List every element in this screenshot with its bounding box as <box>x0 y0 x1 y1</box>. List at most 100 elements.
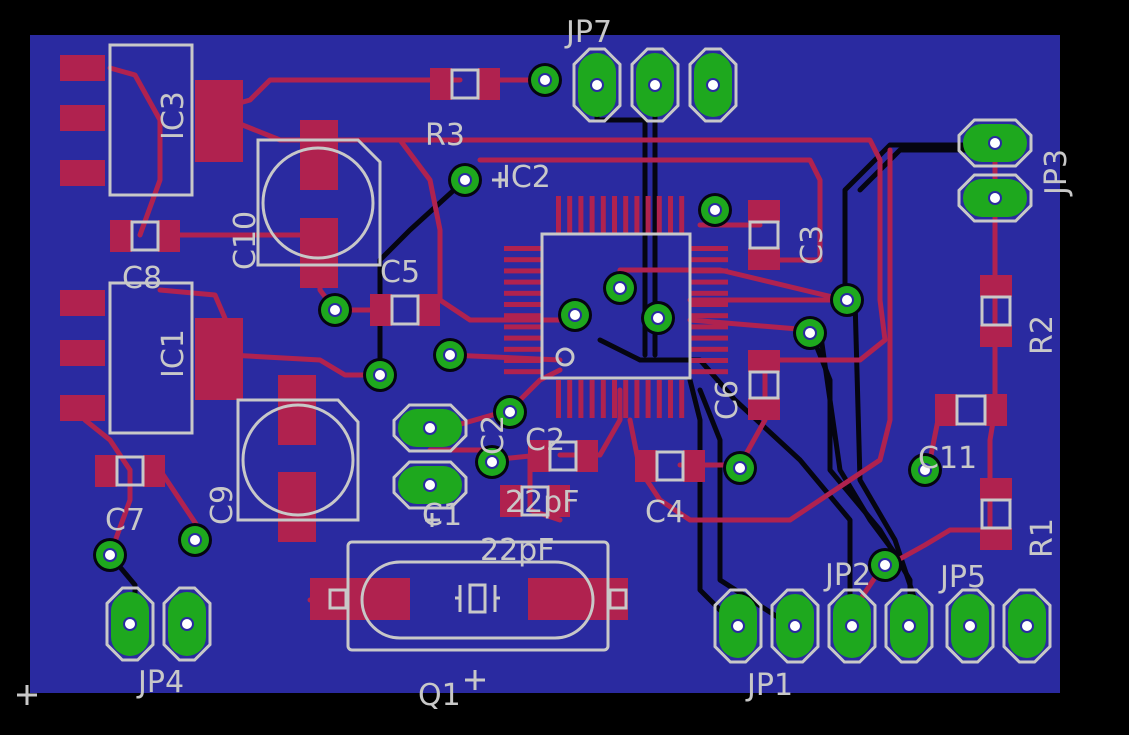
qfp-pin <box>504 257 542 263</box>
header-pin <box>827 588 877 664</box>
label-c3: C3 <box>795 225 830 265</box>
qfp-pin <box>504 313 542 319</box>
label-c7: C7 <box>105 503 145 538</box>
ic2-qfp-pads <box>504 196 728 418</box>
qfp-pin <box>504 268 542 274</box>
qfp-pin <box>504 369 542 375</box>
header-pin <box>392 403 468 453</box>
via <box>448 163 482 197</box>
qfp-pin <box>556 196 561 234</box>
qfp-pin <box>690 335 728 341</box>
header-pin <box>688 47 738 123</box>
via <box>830 283 864 317</box>
label-c1-value: 22pF <box>480 533 554 568</box>
qfp-pin <box>690 324 728 330</box>
label-jp3: JP3 <box>1039 149 1074 197</box>
header-pin <box>572 47 622 123</box>
qfp-pin <box>504 358 542 363</box>
label-c2-value: 22pF <box>505 485 579 520</box>
header-pin <box>957 173 1033 223</box>
label-ic3: IC3 <box>156 91 191 140</box>
qfp-pin <box>645 196 651 234</box>
via <box>433 338 467 372</box>
via <box>318 293 352 327</box>
qfp-pin <box>634 380 640 418</box>
qfp-pin <box>690 279 728 285</box>
qfp-pin <box>668 196 673 234</box>
qfp-pin <box>645 380 651 418</box>
label-jp7: JP7 <box>564 15 612 50</box>
qfp-pin <box>612 196 617 234</box>
silkscreen <box>17 43 1012 705</box>
qfp-pin <box>504 302 542 307</box>
component-labels: JP7 IC3 R3 IC2 C10 C8 C5 C3 JP3 R2 IC1 C… <box>105 15 1074 713</box>
qfp-pin <box>504 335 542 341</box>
qfp-pin <box>690 268 728 274</box>
label-jp4: JP4 <box>136 665 184 700</box>
qfp-pin <box>578 380 584 418</box>
qfp-pin <box>600 380 606 418</box>
qfp-pin <box>623 380 629 418</box>
via <box>475 445 509 479</box>
label-r3: R3 <box>425 118 465 153</box>
label-ic2: IC2 <box>502 160 551 195</box>
label-c11: C11 <box>918 441 977 476</box>
qfp-pin <box>504 290 542 296</box>
header-pin <box>1002 588 1052 664</box>
label-r2: R2 <box>1025 315 1060 355</box>
qfp-pin <box>690 313 728 319</box>
header-pin <box>713 588 763 664</box>
label-c10: C10 <box>228 211 263 270</box>
label-c8: C8 <box>122 261 162 296</box>
header-pin <box>945 588 995 664</box>
via <box>908 453 942 487</box>
label-c2-rot: C2 <box>476 415 511 455</box>
qfp-pin <box>656 196 662 234</box>
via <box>641 301 675 335</box>
via <box>868 548 902 582</box>
label-jp5: JP5 <box>938 560 986 595</box>
label-c4: C4 <box>645 495 685 530</box>
qfp-pin <box>679 380 685 418</box>
header-pin <box>162 586 212 662</box>
qfp-pin <box>578 196 584 234</box>
qfp-pin <box>612 380 617 418</box>
qfp-pin <box>589 380 595 418</box>
qfp-pin <box>690 257 728 263</box>
via <box>93 538 127 572</box>
header-pin <box>105 586 155 662</box>
header-pin <box>630 47 680 123</box>
qfp-pin <box>690 290 728 296</box>
label-ic1: IC1 <box>156 329 191 378</box>
via <box>698 193 732 227</box>
qfp-pin <box>623 196 629 234</box>
qfp-pin <box>556 380 561 418</box>
label-c2: C2 <box>525 423 565 458</box>
qfp-pin <box>690 302 728 307</box>
headers <box>105 47 1052 664</box>
via <box>558 298 592 332</box>
qfp-pin <box>690 346 728 352</box>
qfp-pin <box>690 246 728 251</box>
header-pin <box>884 588 934 664</box>
label-c1: C1 <box>422 498 462 533</box>
qfp-pin <box>504 279 542 285</box>
via <box>723 451 757 485</box>
header-pin <box>957 118 1033 168</box>
qfp-pin <box>589 196 595 234</box>
via <box>603 271 637 305</box>
via <box>793 316 827 350</box>
via <box>363 358 397 392</box>
via <box>178 523 212 557</box>
label-c5: C5 <box>380 255 420 290</box>
label-jp2: JP2 <box>823 558 871 593</box>
qfp-pin <box>679 196 685 234</box>
qfp-pin <box>567 380 573 418</box>
qfp-pin <box>504 324 542 330</box>
qfp-pin <box>567 196 573 234</box>
qfp-pin <box>634 196 640 234</box>
vias <box>93 63 942 582</box>
header-pin <box>392 460 468 510</box>
qfp-pin <box>656 380 662 418</box>
